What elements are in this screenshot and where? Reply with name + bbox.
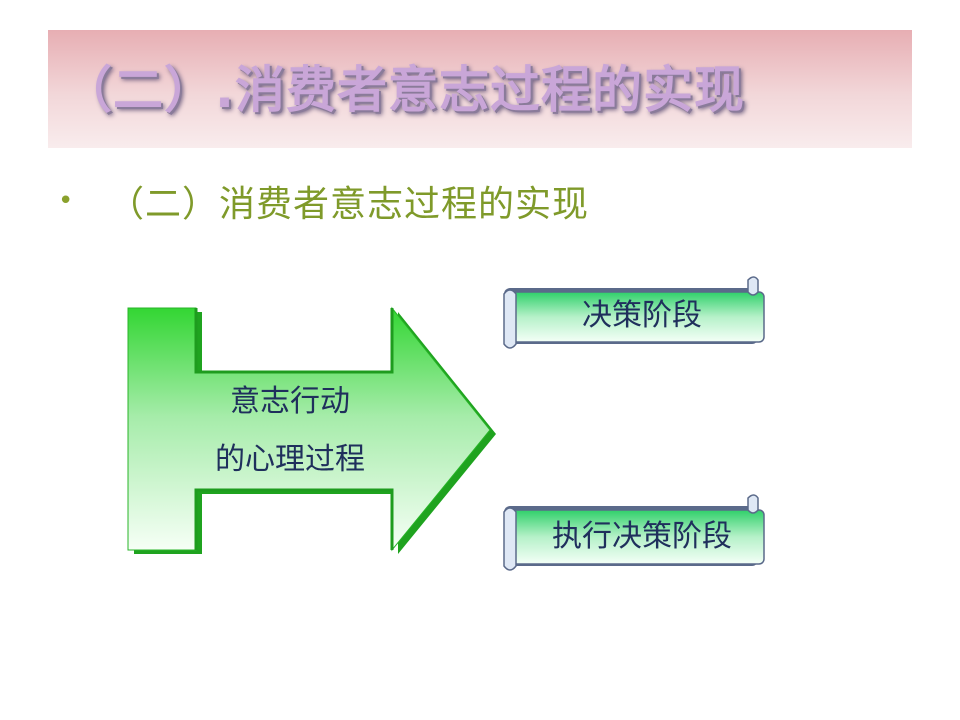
arrow-label-line1: 意志行动 bbox=[230, 384, 350, 419]
title-banner bbox=[48, 30, 912, 148]
bullet-dot-icon: • bbox=[58, 186, 74, 216]
arrow-shape bbox=[127, 306, 491, 552]
arrow-label-line2: 的心理过程 bbox=[215, 442, 365, 477]
bullet-text: （二）消费者意志过程的实现 bbox=[108, 184, 590, 225]
bullet-item: • （二）消费者意志过程的实现 bbox=[58, 176, 589, 226]
scroll-execution bbox=[503, 494, 765, 571]
stage-label-decision: 决策阶段 bbox=[582, 298, 702, 333]
slide-title: （二）.消费者意志过程的实现 bbox=[62, 61, 745, 119]
stage-label-execution: 执行决策阶段 bbox=[552, 519, 732, 554]
scroll-decision bbox=[503, 276, 765, 349]
